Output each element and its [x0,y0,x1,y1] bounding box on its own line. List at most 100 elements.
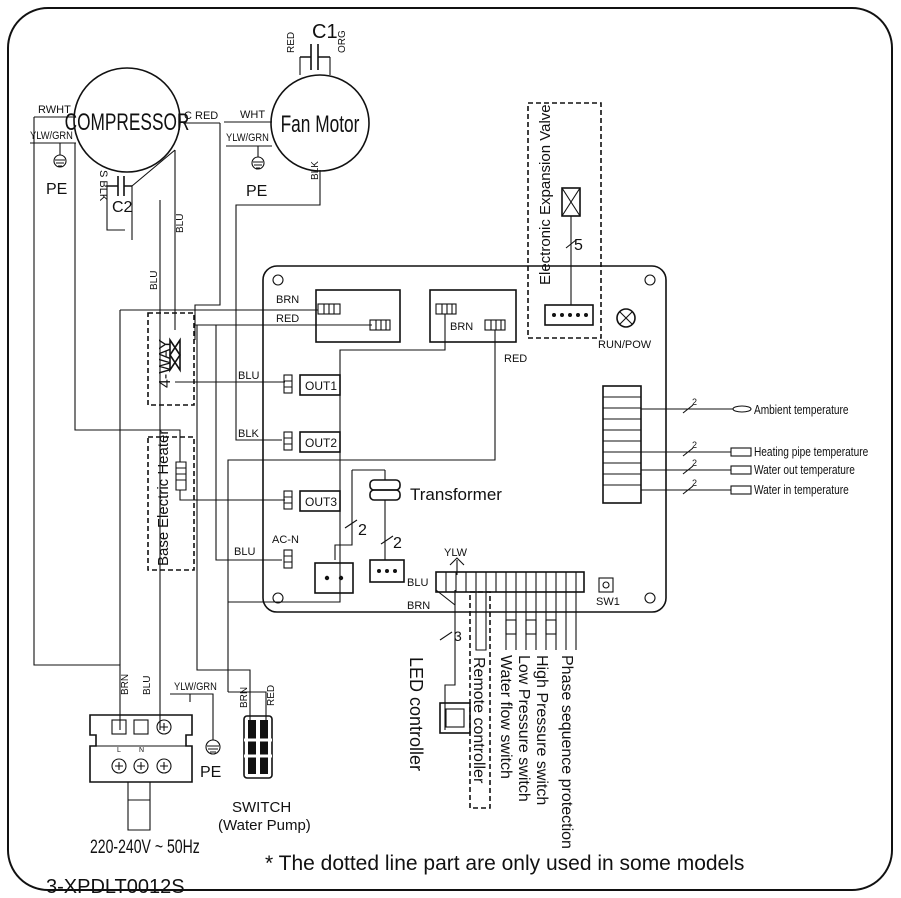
ground-icon [251,146,265,170]
eev-connector [544,304,594,326]
fan-motor-label: Fan Motor [281,111,360,137]
ylwgrn-label-power: YLW/GRN [174,681,217,693]
diagram-frame [7,7,893,891]
c1-org-label: ORG [337,30,348,53]
red-label-relay: RED [504,353,527,365]
transformer-icon [334,469,401,560]
eev-count: 5 [574,237,583,254]
low-pressure-lead [525,592,537,650]
water-pump-switch-icon [243,715,273,779]
remote-controller-box [469,591,491,809]
note-text: * The dotted line part are only used in … [265,852,744,875]
sw1-label: SW1 [596,596,620,608]
wht-label: WHT [240,109,265,121]
transformer-count-2: 2 [393,535,402,552]
power-terminal-block [89,714,193,783]
remote-controller-label: Remote controller [470,657,487,784]
out1-label: OUT1 [305,379,337,393]
ground-icon [53,143,67,168]
phase-seq-lead [565,592,577,650]
transformer-label: Transformer [410,485,502,504]
water-in-label: Water in temperature [754,483,849,497]
out2-label: OUT2 [305,436,337,450]
c2-capacitor [107,176,132,196]
pe-label-power: PE [200,764,221,781]
terminal-n-label: N [139,747,144,754]
brn-label-top: BRN [276,294,299,306]
expansion-valve-icon [561,187,581,217]
relay-block-1 [315,289,401,343]
sensor-count-3: 2 [692,458,697,468]
main-board [262,265,667,613]
ylw-label: YLW [444,547,468,559]
out1-terminal [283,374,341,396]
heater-box [147,436,195,571]
model-code: 3-XPDLT0012S [46,876,185,898]
compressor-label: COMPRESSOR [65,109,190,135]
acn-label: AC-N [272,534,299,546]
base-label: Base [155,532,172,566]
led-controller-label: LED controller [406,657,426,771]
connector-pins-icon [377,569,397,573]
water-flow-label: Water flow switch [497,655,514,779]
water-flow-lead [505,592,517,650]
eev-box [527,102,602,339]
transformer-connector-2 [369,559,405,583]
power-label: 220-240V ~ 50Hz [90,836,200,858]
sensor-count-1: 2 [692,397,697,407]
red-label-top: RED [276,313,299,325]
blu-label-out1: BLU [238,370,259,382]
low-pressure-label: Low Pressure switch [515,655,532,802]
rwht-label: RWHT [38,104,71,116]
out3-label: OUT3 [305,495,337,509]
water-out-label: Water out temperature [754,463,855,477]
fan-motor: Fan Motor [270,74,370,172]
four-way-box [147,312,195,406]
ylwgrn-label-comp: YLW/GRN [30,130,73,142]
eev-label: Electronic Expansion Valve [537,104,554,285]
blu-label-left: BLU [149,271,160,290]
heating-pipe-label: Heating pipe temperature [754,445,868,459]
c2-label: C2 [112,199,133,216]
cred-label: C RED [184,110,218,122]
compressor: COMPRESSOR [65,67,190,173]
ylwgrn-label-fan: YLW/GRN [226,132,269,144]
fan-blk-label: BLK [310,161,321,180]
led-count: 3 [454,628,462,644]
connector-icon [317,303,506,331]
ambient-label: Ambient temperature [754,403,849,417]
high-pressure-lead [545,592,557,650]
blu-label-acn: BLU [234,546,255,558]
valve-icon [169,337,181,373]
sensor-count-4: 2 [692,478,697,488]
acn-terminal [283,549,293,569]
blu-label-term: BLU [407,577,428,589]
sw1-switch-icon [598,577,614,593]
out2-terminal [283,431,341,453]
heater-element-icon [175,455,187,491]
high-pressure-label: High Pressure switch [533,655,550,805]
c1-red-label: RED [286,32,297,53]
transformer-connector-1 [314,562,354,594]
connector-pins-icon [552,313,588,317]
run-pow-lamp-icon [616,308,636,328]
out3-terminal [283,490,341,512]
sblk-label: S BLK [97,170,109,202]
c1-label: C1 [312,21,338,43]
blk-label-out2: BLK [238,428,259,440]
brn-label-power: BRN [120,674,131,695]
four-way-label: 4-WAY [157,339,174,388]
pe-label-fan: PE [246,183,267,200]
terminal-strip [435,571,585,593]
water-pump-label: (Water Pump) [218,817,311,834]
c1-capacitor [299,44,331,75]
connector-pins-icon [324,575,344,581]
brn-label-term: BRN [407,600,430,612]
ground-icon [205,730,221,755]
pe-label-left: PE [46,181,67,198]
brn-label-relay: BRN [450,321,473,333]
blu-label-mid: BLU [175,214,186,233]
sensor-connector-strip [602,385,642,504]
blu-label-power: BLU [142,676,153,695]
